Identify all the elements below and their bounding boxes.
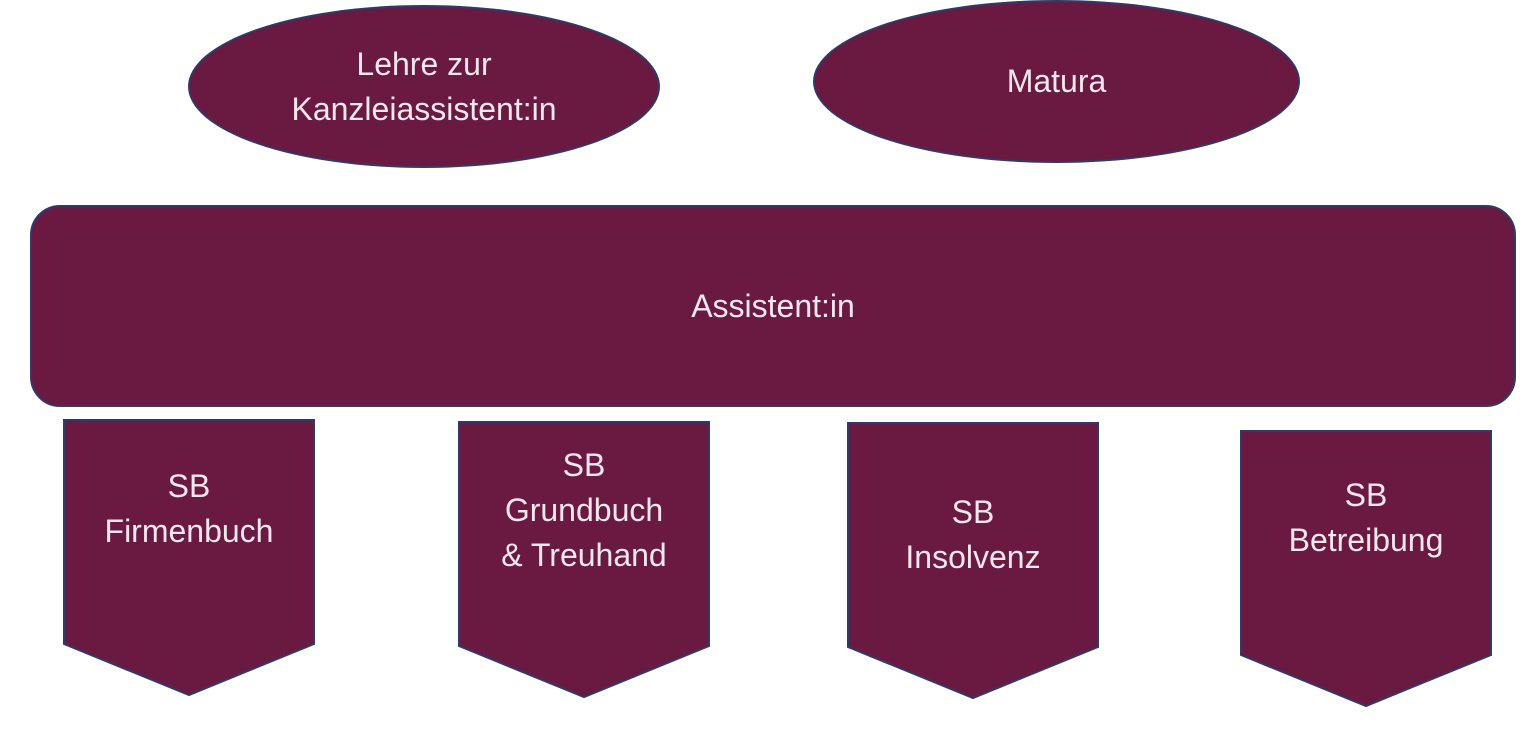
pennant-sb-betreibung-label: SB Betreibung xyxy=(1240,473,1492,563)
pennant-sb-grundbuch-treuhand: SB Grundbuch & Treuhand xyxy=(458,421,710,699)
ellipse-lehre-kanzleiassistentin: Lehre zur Kanzleiassistent:in xyxy=(188,5,660,168)
pennant-sb-betreibung: SB Betreibung xyxy=(1240,430,1492,708)
pennant-label-line: Firmenbuch xyxy=(104,513,274,549)
pennant-label-line: Grundbuch xyxy=(504,492,664,528)
pennant-label-line: Insolvenz xyxy=(905,539,1041,575)
pennant-shape xyxy=(1240,430,1492,708)
ellipse-lehre-label-line-1: Lehre zur xyxy=(356,45,492,82)
pennant-label-line: SB xyxy=(562,447,606,483)
pennant-sb-firmenbuch-label: SB Firmenbuch xyxy=(63,464,315,554)
pennant-sb-firmenbuch: SB Firmenbuch xyxy=(63,419,315,697)
pennant-shape xyxy=(63,419,315,697)
pennant-label-line: SB xyxy=(951,494,995,530)
pennant-sb-insolvenz: SB Insolvenz xyxy=(847,422,1099,700)
pennant-label-line: SB xyxy=(167,468,211,504)
pennant-label-line: Betreibung xyxy=(1288,522,1444,558)
pennant-label-line: & Treuhand xyxy=(501,537,667,573)
bar-assistentin-label: Assistent:in xyxy=(691,287,855,324)
ellipse-matura: Matura xyxy=(813,0,1300,163)
pennant-shape xyxy=(458,421,710,699)
ellipse-matura-label: Matura xyxy=(1006,63,1107,99)
pennant-sb-grundbuch-treuhand-label: SB Grundbuch & Treuhand xyxy=(458,443,710,578)
ellipse-lehre-label-line-2: Kanzleiassistent:in xyxy=(291,90,557,127)
pennant-shape xyxy=(847,422,1099,700)
pennant-label-line: SB xyxy=(1344,477,1388,513)
pennant-sb-insolvenz-label: SB Insolvenz xyxy=(847,490,1099,580)
bar-assistentin: Assistent:in xyxy=(30,205,1516,407)
